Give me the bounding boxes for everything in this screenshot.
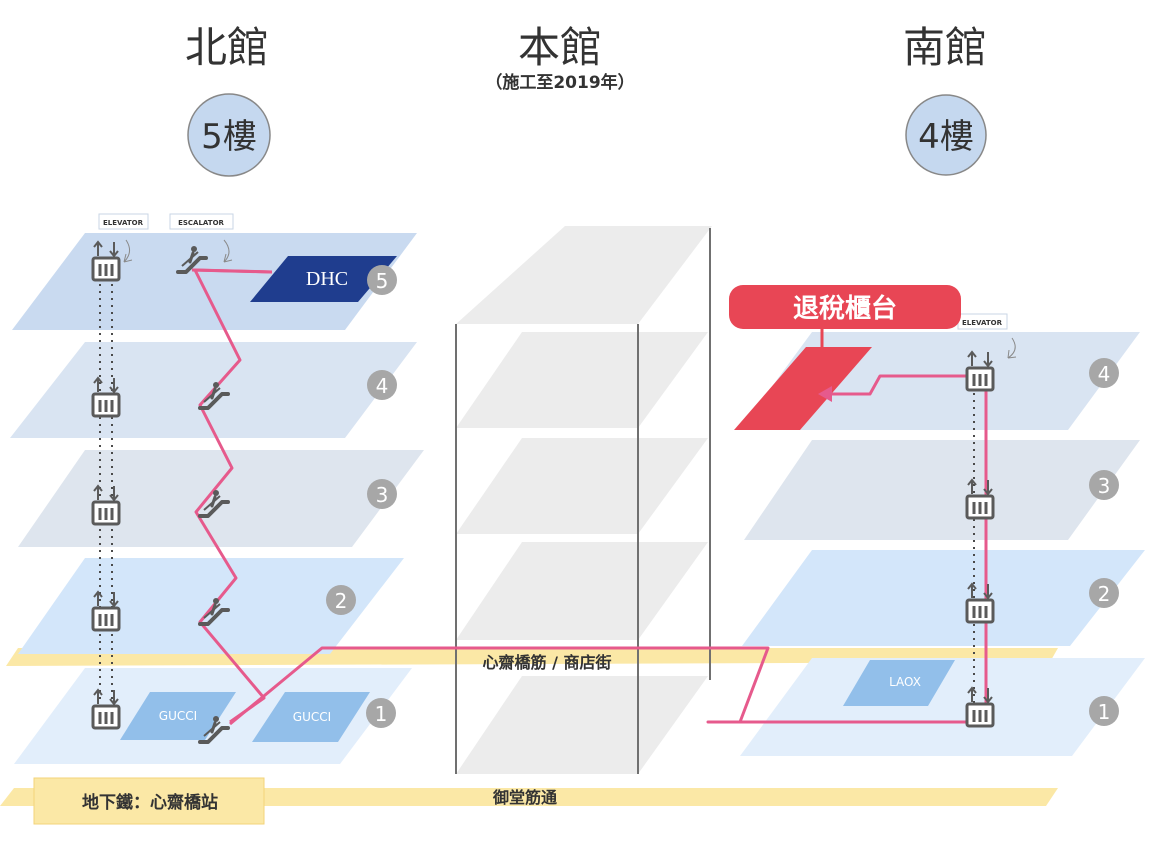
elevator-tag: ELEVATOR (103, 219, 144, 227)
south-floor-4-label: 4 (1098, 362, 1111, 386)
south-elevator-hint-arrow-icon (1007, 337, 1017, 359)
south-floor-3-label: 3 (1098, 474, 1111, 498)
south-floor-number-4 (1089, 358, 1119, 388)
north-floors-badge (187, 93, 271, 177)
south-floor-number-1 (1089, 696, 1119, 726)
south-floors-badge-label: 4樓 (918, 117, 974, 157)
north-floor-number-4 (367, 370, 397, 400)
south-building-title: 南館 (903, 23, 987, 72)
dhc-label: DHC (306, 268, 348, 290)
north-floor-3 (18, 450, 424, 547)
north-floor-3-label: 3 (376, 483, 389, 507)
south-elevator-tag: ELEVATOR (962, 319, 1003, 327)
south-floor-1-label: 1 (1098, 700, 1111, 724)
escalator-hint-arrow-icon (223, 239, 233, 263)
south-floor-3 (744, 440, 1140, 540)
south-elevator-route (828, 374, 988, 710)
subway-station-box (33, 777, 265, 825)
tax-refund-label-pill (729, 285, 961, 329)
gucci-right-label: GUCCI (293, 710, 331, 724)
north-floor-2-label: 2 (335, 589, 348, 613)
elevator-tag-box (98, 213, 149, 230)
laox-label: LAOX (889, 675, 921, 689)
north-floor-number-1 (366, 698, 396, 728)
escalator-tag: ESCALATOR (178, 219, 224, 227)
gucci-store-right (252, 692, 370, 742)
north-floor-5-label: 5 (376, 269, 389, 293)
north-floor-4-label: 4 (376, 374, 389, 398)
north-floor-number-5 (367, 265, 397, 295)
south-floor-number-3 (1089, 470, 1119, 500)
north-floor-1-label: 1 (375, 702, 388, 726)
north-building-title: 北館 (185, 23, 269, 72)
north-floor-number-2 (326, 585, 356, 615)
gucci-store-left (120, 692, 236, 740)
shopping-street-label: 心齋橋筋 / 商店街 (483, 653, 612, 672)
road-label: 御堂筋通 (492, 788, 557, 807)
main-building-title: 本館 (518, 23, 602, 72)
elevator-hint-arrow-icon (123, 239, 133, 263)
south-floors-badge (905, 94, 987, 176)
north-floors-badge-label: 5樓 (201, 117, 257, 157)
laox-store (843, 660, 955, 706)
north-route-zigzag (193, 268, 273, 724)
south-floor-2-label: 2 (1098, 582, 1111, 606)
north-floor-number-3 (367, 479, 397, 509)
dhc-store (250, 256, 397, 302)
subway-station-label: 地下鐵：心齋橋站 (82, 792, 218, 813)
tax-refund-counter (734, 347, 872, 430)
gucci-left-label: GUCCI (159, 709, 197, 723)
tax-refund-label: 退稅櫃台 (793, 293, 897, 324)
street-route (229, 646, 968, 726)
south-floor-1 (740, 658, 1145, 756)
main-building (455, 226, 712, 774)
south-floor-number-2 (1089, 578, 1119, 608)
main-building-subtitle: （施工至2019年） (485, 72, 634, 93)
escalator-tag-box (169, 213, 234, 230)
south-floor-2 (742, 550, 1145, 646)
route-arrow-head (818, 386, 832, 402)
